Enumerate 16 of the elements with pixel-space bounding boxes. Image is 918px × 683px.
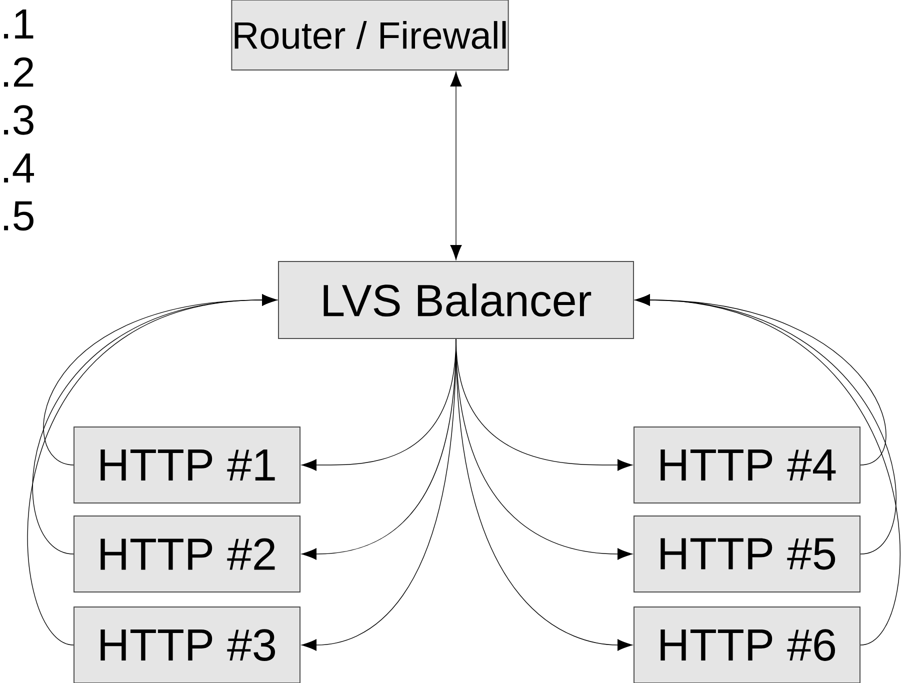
address-label: .1: [4, 10, 34, 38]
server-box: HTTP #1: [74, 426, 300, 504]
address-label: .2: [4, 57, 34, 87]
server-box: HTTP #6: [634, 606, 860, 683]
address-label: .5: [4, 201, 34, 231]
server-box: Router / Firewall: [231, 0, 509, 70]
server-box: HTTP #4: [634, 426, 860, 504]
server-box: HTTP #2: [74, 516, 300, 592]
address-label: .3: [4, 105, 34, 135]
arrow: [456, 338, 632, 651]
server-box: LVS Balancer: [278, 261, 634, 339]
address-label: .4: [4, 154, 34, 182]
arrow: [450, 72, 462, 260]
server-box: HTTP #5: [634, 516, 860, 592]
arrow: [28, 294, 277, 646]
server-box: HTTP #3: [74, 606, 300, 683]
